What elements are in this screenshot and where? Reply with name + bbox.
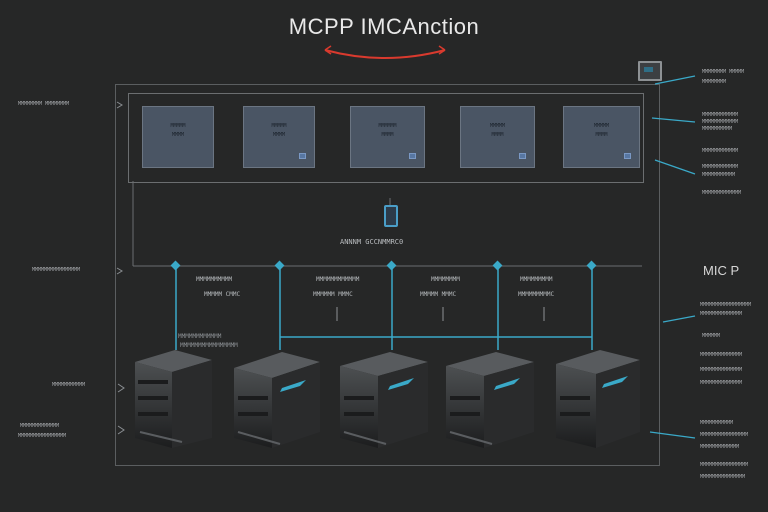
right-note: MMMMMMMMMMMMMM <box>700 367 743 373</box>
diagram-title: MCPP IMCAnction <box>288 14 480 39</box>
panel-3[interactable]: MMMMMM MMMM <box>350 106 425 168</box>
right-note: MMMMMM <box>702 333 721 339</box>
node-caption: MMMMM MMMC <box>420 291 457 298</box>
right-note: MMMMMMMMMMM <box>700 420 734 426</box>
server-note: MMMMMMMMMMMM <box>178 333 222 340</box>
node-caption: MMMMMMMMMMMM <box>316 276 360 283</box>
right-note: MMMMMMMMMMMMM <box>702 190 742 196</box>
node-caption: MMMMM CMMC <box>204 291 241 298</box>
panel-sublabel: MMMM <box>171 132 185 138</box>
panel-5[interactable]: MMMMM MMMM <box>563 106 640 168</box>
server-1 <box>135 350 212 448</box>
server-3 <box>340 352 428 448</box>
panel-1[interactable]: MMMMM MMMM <box>142 106 214 168</box>
window-icon <box>299 153 306 159</box>
panel-sublabel: MMMM <box>381 132 394 138</box>
left-note: MMMMMMMMMMMMMMMM <box>18 433 67 439</box>
node-caption: MMMMMM MMMC <box>313 291 353 298</box>
window-icon <box>624 153 631 159</box>
panel-label: MMMMM <box>593 123 610 129</box>
monitor-icon <box>638 61 662 81</box>
panel-label: MMMMM <box>170 123 186 129</box>
right-note: MMMMMMMMMMMMMM <box>700 380 743 386</box>
node-caption: MMMMMMMMMM <box>196 276 233 283</box>
right-note: MMMMMMMMMMMMMMMMM <box>700 302 752 308</box>
window-icon <box>519 153 526 159</box>
node-caption: MMMMMMMMMC <box>518 291 555 298</box>
server-5 <box>556 350 640 448</box>
panel-row-frame <box>128 93 644 183</box>
right-note: MMMMMMMMMM <box>702 126 733 132</box>
outer-frame <box>115 84 660 466</box>
left-note: MMMMMMMMMMMMMMMM <box>32 267 81 273</box>
right-note: MMMMMMMMMMM <box>702 172 736 178</box>
right-note: MMMMMMMMMMMMMM <box>700 352 743 358</box>
node-caption: MMMMMMMM <box>431 276 460 283</box>
right-note: MMMMMMMMMMMMM <box>700 444 740 450</box>
title-arc-arrow <box>324 45 446 59</box>
right-note: MMMMMMMMMMMMMMMM <box>700 462 749 468</box>
right-note: MMMMMMMMMMMM <box>702 112 739 118</box>
right-note: MMMMMMMMMMMM <box>702 164 739 170</box>
right-note: MMMMMMMM <box>702 79 727 85</box>
window-icon <box>409 153 416 159</box>
right-note: MMMMMMMMMMMMMM <box>700 311 743 317</box>
server-note: MMMMMMMMMMMMMMMM <box>180 342 238 349</box>
panel-label: MMMMMM <box>378 123 397 129</box>
panel-label: MMMMM <box>271 123 287 129</box>
right-note: MMMMMMMM MMMMM <box>702 69 745 75</box>
panel-sublabel: MMMM <box>595 132 608 138</box>
right-note: MMMMMMMMMMMMMMM <box>700 474 746 480</box>
center-label: ANNNM GCCNMMRC0 <box>340 238 404 246</box>
right-note: MMMMMMMMMMMM <box>702 119 739 125</box>
right-note: MMMMMMMMMMMM <box>702 148 739 154</box>
right-heading: MIC P <box>703 263 740 278</box>
panel-label: MMMMM <box>489 123 506 129</box>
mobile-device-icon <box>384 205 398 227</box>
server-2 <box>234 352 320 448</box>
left-note: MMMMMMMM MMMMMMMM <box>18 101 70 107</box>
server-4 <box>446 352 534 448</box>
left-note: MMMMMMMMMMM <box>52 382 86 388</box>
panel-2[interactable]: MMMMM MMMM <box>243 106 315 168</box>
node-caption: MMMMMMMMM <box>520 276 553 283</box>
panel-sublabel: MMMM <box>272 132 286 138</box>
panel-sublabel: MMMM <box>491 132 504 138</box>
right-note: MMMMMMMMMMMMMMMM <box>700 432 749 438</box>
left-note: MMMMMMMMMMMMM <box>20 423 60 429</box>
panel-4[interactable]: MMMMM MMMM <box>460 106 535 168</box>
